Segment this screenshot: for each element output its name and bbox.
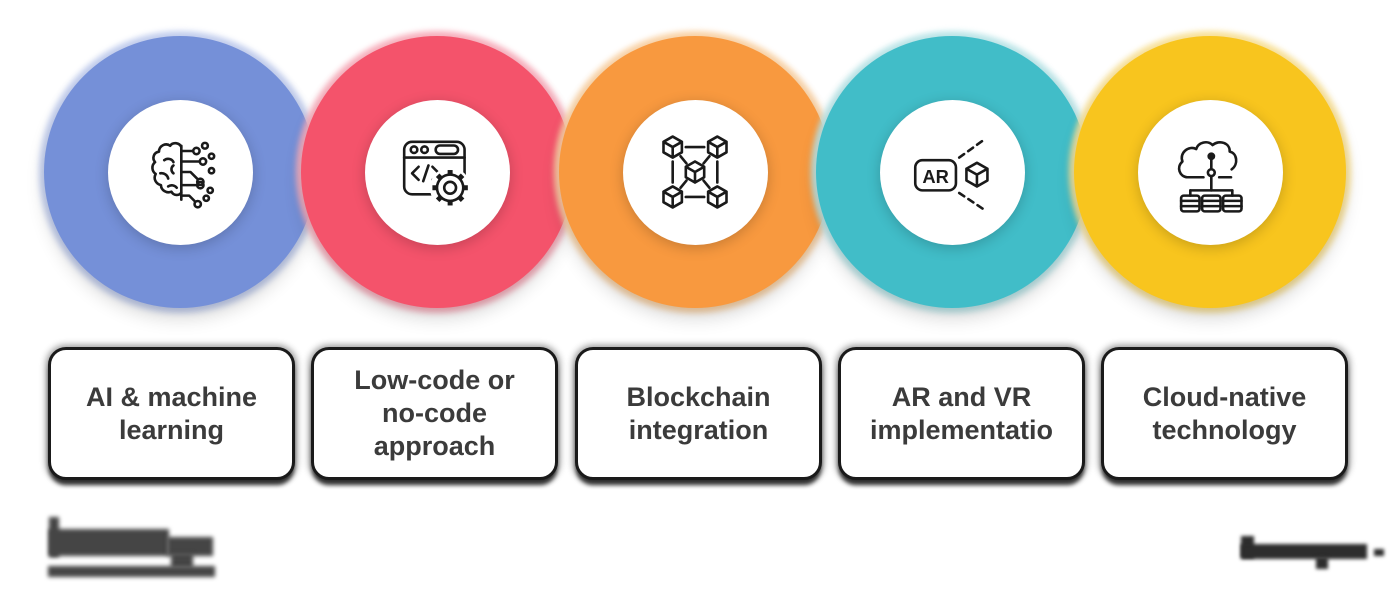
code-window-gear-icon bbox=[395, 130, 471, 209]
circle-ring bbox=[559, 36, 831, 308]
cloud-servers-icon bbox=[1168, 130, 1252, 214]
feature-label-line: AR and VR bbox=[891, 381, 1032, 412]
feature-label-line: learning bbox=[118, 414, 225, 445]
circle-inner-disc bbox=[107, 99, 253, 245]
feature-card-low-code-no-code: Low-code or no-code approach bbox=[311, 347, 558, 480]
feature-card-blockchain: Blockchain integration bbox=[575, 347, 822, 480]
watermark-blur-fragment bbox=[1374, 549, 1384, 556]
circle-ring: AR bbox=[816, 36, 1088, 308]
feature-card-ai-machine-learning: AI & machine learning bbox=[48, 347, 295, 480]
circle-inner-disc bbox=[1137, 99, 1283, 245]
watermark-blur-fragment bbox=[1316, 557, 1328, 569]
feature-label-line: Low-code or bbox=[354, 365, 515, 395]
feature-label-line: implementatio bbox=[869, 414, 1054, 445]
feature-card-ar-vr: AR and VR implementatio bbox=[838, 347, 1085, 480]
watermark-blur-fragment bbox=[1241, 544, 1367, 559]
logo-blur-fragment bbox=[49, 529, 169, 556]
blockchain-cubes-icon bbox=[653, 130, 737, 214]
feature-label-line: AI & machine bbox=[85, 381, 258, 412]
ar-icon-label: AR bbox=[922, 166, 949, 187]
feature-circle-low-code-no-code bbox=[296, 31, 578, 313]
circle-ring bbox=[301, 36, 573, 308]
feature-label-line: integration bbox=[628, 414, 769, 445]
feature-label-line: approach bbox=[373, 431, 496, 461]
ar-cube-icon: AR bbox=[910, 130, 994, 214]
feature-label-line: Cloud-native bbox=[1142, 381, 1307, 412]
feature-label-line: Blockchain bbox=[626, 381, 771, 412]
logo-blur-fragment bbox=[48, 566, 215, 577]
feature-circle-cloud-native bbox=[1069, 31, 1351, 313]
feature-circle-blockchain bbox=[554, 31, 836, 313]
logo-blur-fragment bbox=[171, 553, 193, 568]
circle-ring bbox=[44, 36, 316, 308]
feature-card-cloud-native: Cloud-native technology bbox=[1101, 347, 1348, 480]
feature-label-line: no-code bbox=[382, 398, 487, 428]
logo-blur-fragment bbox=[167, 537, 213, 556]
feature-circle-ar-vr: AR bbox=[811, 31, 1093, 313]
circle-inner-disc bbox=[622, 99, 768, 245]
brain-circuit-icon bbox=[138, 130, 222, 214]
circle-inner-disc bbox=[364, 99, 510, 245]
circle-ring bbox=[1074, 36, 1346, 308]
feature-circle-ai-machine-learning bbox=[39, 31, 321, 313]
feature-label-line: technology bbox=[1152, 414, 1297, 445]
circle-inner-disc: AR bbox=[879, 99, 1025, 245]
